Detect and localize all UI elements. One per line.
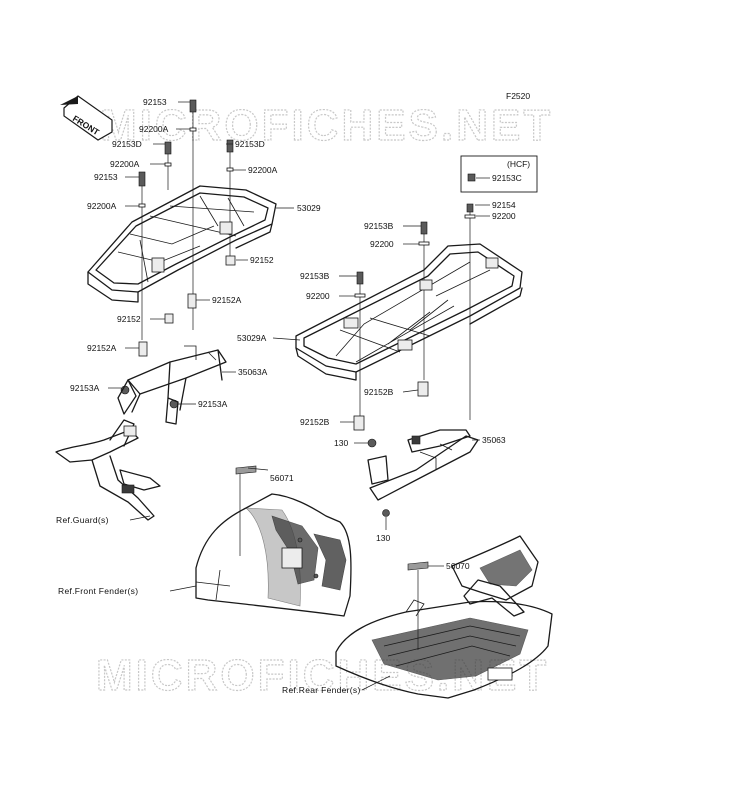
decal-56071 xyxy=(235,465,269,556)
part-label-92152a-b: 92152A xyxy=(87,343,117,353)
part-label-130-a: 130 xyxy=(334,438,348,448)
part-label-56071: 56071 xyxy=(270,473,294,483)
front-guard xyxy=(55,419,161,521)
part-label-92200a-a: 92200A xyxy=(139,124,169,134)
rear-bracket-35063 xyxy=(367,429,479,501)
front-bracket-35063A xyxy=(117,345,227,425)
part-label-92152-left: 92152 xyxy=(117,314,141,324)
part-label-92152a-a: 92152A xyxy=(212,295,242,305)
reference-labels: Ref.Guard(s) Ref.Front Fender(s) Ref.Rea… xyxy=(56,515,361,695)
part-label-92153a-b: 92153A xyxy=(198,399,228,409)
bolt-icon xyxy=(467,173,476,182)
rear-rack-hardware xyxy=(353,203,476,517)
part-label-92153b-b: 92153B xyxy=(300,271,330,281)
part-label-92152b-a: 92152B xyxy=(364,387,394,397)
part-label-92200a-b: 92200A xyxy=(110,159,140,169)
part-label-53029: 53029 xyxy=(297,203,321,213)
rear-carrier-rack xyxy=(295,243,523,381)
decal-56070 xyxy=(407,561,444,650)
rear-fender xyxy=(335,535,553,699)
part-label-35063a: 35063A xyxy=(238,367,268,377)
part-label-92200-hcf: 92200 xyxy=(492,211,516,221)
part-label-92153a-a: 92153A xyxy=(70,383,100,393)
part-label-92200-a: 92200 xyxy=(370,239,394,249)
part-label-92152b-b: 92152B xyxy=(300,417,330,427)
part-label-35063: 35063 xyxy=(482,435,506,445)
front-carrier-rack xyxy=(87,185,277,303)
part-label-92153c: 92153C xyxy=(492,173,522,183)
part-labels: 92153 92200A 92153D 92153D 92200A 92200A… xyxy=(70,97,516,571)
part-label-92153b-a: 92153B xyxy=(364,221,394,231)
figure-code: F2520 xyxy=(506,91,530,101)
part-label-92153-left: 92153 xyxy=(94,172,118,182)
part-label-53029a: 53029A xyxy=(237,333,267,343)
ref-guard-label: Ref.Guard(s) xyxy=(56,515,109,525)
part-label-130-b: 130 xyxy=(376,533,390,543)
hcf-box: (HCF) 92153C xyxy=(460,155,538,193)
hcf-box-title: (HCF) xyxy=(507,159,530,169)
part-label-92154: 92154 xyxy=(492,200,516,210)
front-fender xyxy=(195,493,352,617)
leader-lines xyxy=(108,101,490,691)
part-label-92200-b: 92200 xyxy=(306,291,330,301)
part-label-92153-top: 92153 xyxy=(143,97,167,107)
ref-front-fender-label: Ref.Front Fender(s) xyxy=(58,586,138,596)
part-label-92200a-c: 92200A xyxy=(248,165,278,175)
part-label-92200a-d: 92200A xyxy=(87,201,117,211)
part-label-92153d-left: 92153D xyxy=(112,139,142,149)
part-label-56070: 56070 xyxy=(446,561,470,571)
watermark-top: MICROFICHES.NET xyxy=(100,101,553,150)
part-label-92152: 92152 xyxy=(250,255,274,265)
part-label-92153d-right: 92153D xyxy=(235,139,265,149)
ref-rear-fender-label: Ref.Rear Fender(s) xyxy=(282,685,361,695)
